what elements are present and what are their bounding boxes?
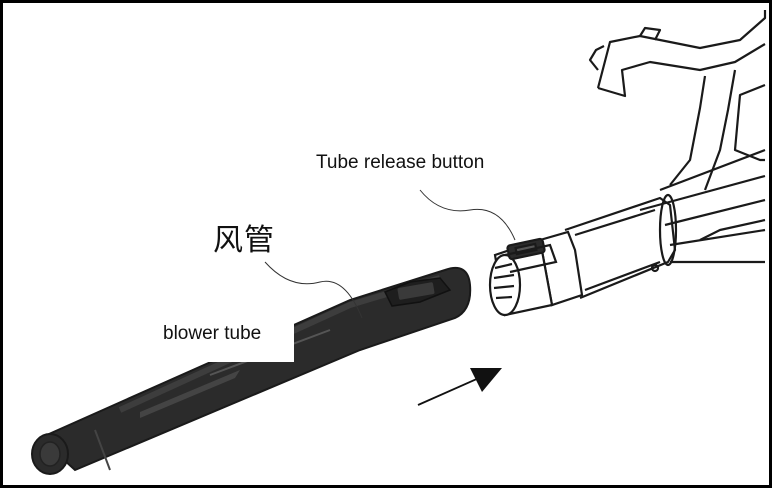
arrow-up-right-icon: [417, 368, 502, 406]
tube-release-button-label: Tube release button: [316, 152, 485, 173]
blower-tube-label: blower tube: [163, 323, 262, 344]
leader-line-chinese: [264, 261, 363, 319]
nozzle-end: [488, 230, 584, 317]
blower-body: [564, 10, 767, 300]
blower-tube-label-background: [150, 312, 294, 362]
leader-line-release: [419, 189, 516, 241]
chinese-blower-tube-label: 风管: [213, 223, 275, 258]
blower-tube: [31, 266, 472, 475]
